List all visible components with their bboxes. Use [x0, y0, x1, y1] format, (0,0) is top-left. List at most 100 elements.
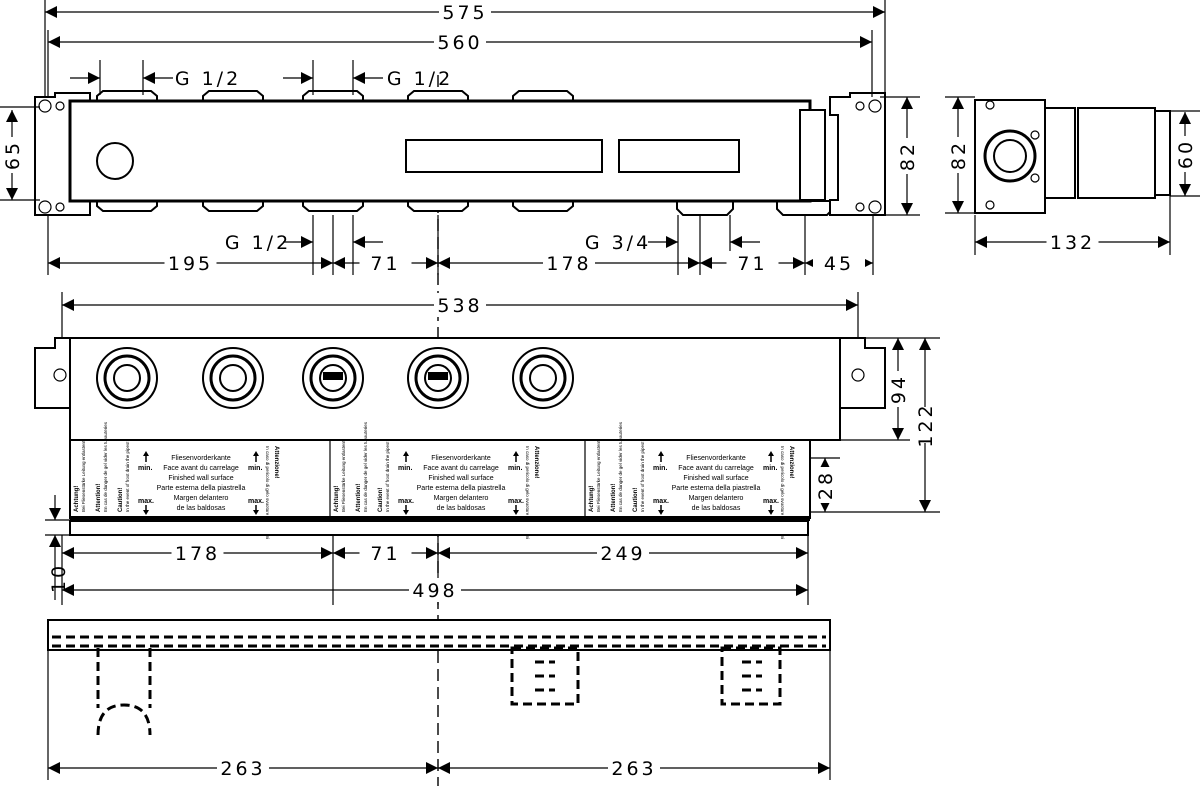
strip-text: Margen delantero [174, 495, 229, 502]
dimension-label: 263 [220, 758, 265, 780]
top-view [34, 90, 886, 216]
mount-hidden-2 [720, 646, 782, 706]
dimension-label: 575 [442, 2, 487, 24]
base-plate [69, 520, 809, 536]
strip-text: de las baldosas [177, 505, 226, 512]
control-slot-1 [405, 139, 603, 173]
strip-text: max. [763, 498, 779, 505]
strip-text: Attenzione! [533, 446, 539, 479]
strip-text: In caso di pericolo di gelo svuotare le … [265, 446, 270, 539]
dimension-label: 82 [897, 141, 919, 171]
dimension-label: 122 [915, 402, 937, 447]
dimension-label: 65 [2, 140, 24, 170]
strip-text: Finished wall surface [683, 475, 748, 482]
hook-hidden [96, 648, 152, 736]
strip-text: In the event of frost drain the pipes! [385, 441, 390, 512]
dimension-label: 28 [815, 470, 837, 500]
dimension-label: 178 [175, 543, 220, 565]
port-g34 [776, 200, 834, 216]
strip-text: Caution! [378, 488, 384, 512]
strip-text: Achtung! [334, 486, 340, 512]
strip-text: In caso di pericolo di gelo svuotare le … [780, 446, 785, 539]
strip-text: max. [138, 498, 154, 505]
strip-text: max. [248, 498, 264, 505]
strip-text: Margen delantero [434, 495, 489, 502]
strip-text: In the event of frost drain the pipes! [125, 441, 130, 512]
dimension-label: 132 [1050, 232, 1095, 254]
knob-circle [96, 142, 134, 180]
strip-text: de las baldosas [437, 505, 486, 512]
strip-text: Face avant du carrelage [163, 465, 239, 472]
thread-label: G 3/4 [585, 232, 651, 254]
strip-text: max. [398, 498, 414, 505]
dimension-label: 249 [600, 543, 645, 565]
strip-text: In the event of frost drain the pipes! [640, 441, 645, 512]
dimension-label: 538 [437, 295, 482, 317]
strip-text: Face avant du carrelage [423, 465, 499, 472]
dimension-label: 560 [437, 32, 482, 54]
control-slot-2 [618, 139, 740, 173]
strip-text: de las baldosas [692, 505, 741, 512]
strip-text: min. [653, 465, 667, 472]
dimension-label: 178 [546, 253, 591, 275]
right-bracket [829, 92, 886, 216]
dimension-label: 71 [370, 253, 400, 275]
dimension-label: 60 [1175, 139, 1197, 169]
strip-text: Attention! [96, 484, 102, 512]
strip-text: min. [508, 465, 522, 472]
dimension-label: 195 [168, 253, 213, 275]
strip-text: In caso di pericolo di gelo svuotare le … [525, 446, 530, 539]
strip-text: En cas de danger de gel vider les tuyaut… [103, 421, 108, 512]
thread-label: G 1/2 [387, 68, 453, 90]
strip-text: Fliesenvorderkante [171, 455, 231, 462]
thread-label: G 1/2 [175, 68, 241, 90]
side-view [974, 99, 1171, 214]
strip-text: Finished wall surface [428, 475, 493, 482]
strip-text: min. [138, 465, 152, 472]
strip-text: Bei Fliesenstärke Leitung entlasten! [81, 441, 86, 512]
strip-text: Face avant du carrelage [678, 465, 754, 472]
strip-text: Fliesenvorderkante [686, 455, 746, 462]
strip-text: En cas de danger de gel vider les tuyaut… [618, 421, 623, 512]
strip-text: Attenzione! [788, 446, 794, 479]
label-strip [69, 439, 811, 519]
port-g34 [676, 200, 734, 216]
strip-text: Parte esterna della piastrella [672, 485, 761, 492]
dimension-label: 10 [48, 563, 70, 593]
strip-text: Attenzione! [273, 446, 279, 479]
dimension-label: 498 [412, 580, 457, 602]
strip-text: Caution! [633, 488, 639, 512]
strip-text: Caution! [118, 488, 124, 512]
strip-text: Finished wall surface [168, 475, 233, 482]
strip-text: Parte esterna della piastrella [157, 485, 246, 492]
strip-text: Fliesenvorderkante [431, 455, 491, 462]
front-view: Achtung!Bei Fliesenstärke Leitung entlas… [34, 337, 886, 539]
dimension-label: 71 [370, 543, 400, 565]
strip-text: min. [398, 465, 412, 472]
strip-text: max. [508, 498, 524, 505]
cylinder [1077, 107, 1156, 199]
strip-text: Achtung! [74, 486, 80, 512]
strip-text: En cas de danger de gel vider les tuyaut… [363, 421, 368, 512]
strip-text: max. [653, 498, 669, 505]
mount-hidden-1 [510, 646, 580, 706]
strip-text: Attention! [356, 484, 362, 512]
strip-text: Attention! [611, 484, 617, 512]
strip-text: Bei Fliesenstärke Leitung entlasten! [341, 441, 346, 512]
dimension-label: 71 [737, 253, 767, 275]
dimension-label: 82 [948, 140, 970, 170]
strip-text: min. [248, 465, 262, 472]
strip-text: Parte esterna della piastrella [417, 485, 506, 492]
strip-text: min. [763, 465, 777, 472]
strip-text: Margen delantero [689, 495, 744, 502]
thread-label: G 1/2 [225, 232, 291, 254]
strip-text: Achtung! [589, 486, 595, 512]
dimension-label: 45 [824, 253, 854, 275]
dimension-label: 263 [611, 758, 656, 780]
strip-text: Bei Fliesenstärke Leitung entlasten! [596, 441, 601, 512]
dimension-label: 94 [888, 374, 910, 404]
bottom-view [47, 619, 831, 736]
